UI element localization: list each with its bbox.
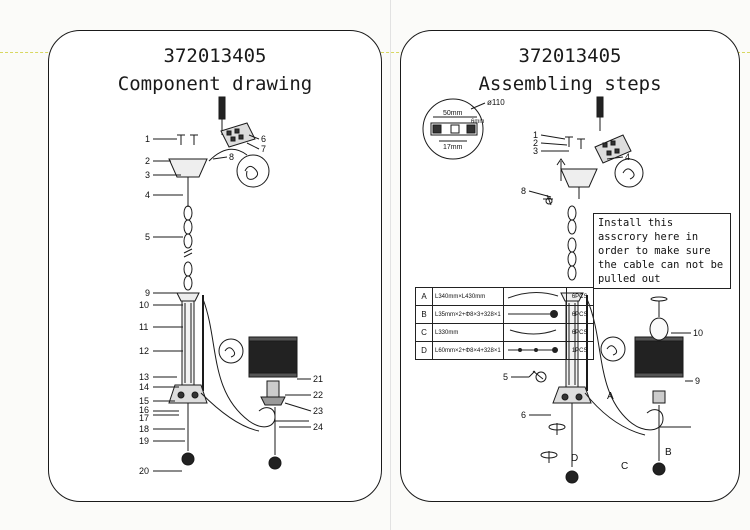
part-number: 5 bbox=[145, 232, 150, 242]
plate-hole-label: 6mm bbox=[471, 119, 484, 125]
table-cell: 6PCS bbox=[565, 305, 594, 324]
part-number: 12 bbox=[139, 346, 149, 356]
part-number: 2 bbox=[533, 138, 538, 148]
part-number: 17 bbox=[139, 413, 149, 423]
table-row: A L340mm×L430mm 6PCS bbox=[415, 287, 594, 306]
part-number: 19 bbox=[139, 436, 149, 446]
assembling-steps-panel: 372013405 Assembling steps bbox=[400, 30, 740, 502]
part-number: 4 bbox=[625, 152, 630, 162]
table-cell: A bbox=[415, 287, 433, 306]
part-number: 1 bbox=[533, 130, 538, 140]
table-cell: L60mm×2+Φ8×4+328×1 bbox=[432, 341, 504, 360]
part-sketch-cell bbox=[502, 341, 567, 360]
part-number: 3 bbox=[145, 170, 150, 180]
part-number: 5 bbox=[503, 372, 508, 382]
letter-label: C bbox=[621, 461, 628, 472]
letter-label: A bbox=[607, 391, 614, 402]
part-number: 15 bbox=[139, 396, 149, 406]
table-cell: L35mm×2+Φ8×3+328×1 bbox=[432, 305, 504, 324]
assembling-steps-art: 50mm ø110 6mm 17mm 1 2 3 4 5 6 8 9 10 A … bbox=[422, 96, 703, 484]
part-sketch-cell bbox=[502, 305, 567, 324]
component-drawing-art: 1 2 3 4 5 6 7 8 9 10 11 12 13 14 15 16 1… bbox=[139, 96, 323, 476]
plate-spacing-label: 17mm bbox=[443, 144, 463, 151]
part-number: 22 bbox=[313, 390, 323, 400]
part-number: 20 bbox=[139, 466, 149, 476]
table-cell: C bbox=[415, 323, 433, 342]
canopy-plate-detail bbox=[422, 98, 484, 160]
part-number: 21 bbox=[313, 374, 323, 384]
part-number: 2 bbox=[145, 156, 150, 166]
part-number: 23 bbox=[313, 406, 323, 416]
table-cell: 1PCS bbox=[565, 341, 594, 360]
letter-label: D bbox=[571, 453, 578, 464]
part-number: 3 bbox=[533, 146, 538, 156]
screwdriver-icon bbox=[218, 96, 226, 120]
right-panel-title: Assembling steps bbox=[478, 73, 662, 95]
part-number: 1 bbox=[145, 134, 150, 144]
table-cell: L330mm bbox=[432, 323, 504, 342]
part-number: 10 bbox=[139, 300, 149, 310]
part-number: 4 bbox=[145, 190, 150, 200]
table-cell: L340mm×L430mm bbox=[432, 287, 504, 306]
plate-width-label: 50mm bbox=[443, 110, 463, 117]
left-product-code: 372013405 bbox=[163, 45, 267, 67]
part-sketch-cell bbox=[502, 287, 567, 306]
table-cell: B bbox=[415, 305, 433, 324]
table-cell: 6PCS bbox=[565, 323, 594, 342]
table-row: C L330mm 6PCS bbox=[415, 323, 594, 342]
page-fold-line bbox=[390, 0, 391, 530]
part-number: 6 bbox=[261, 134, 266, 144]
table-row: D L60mm×2+Φ8×4+328×1 1PCS bbox=[415, 341, 594, 360]
right-product-code: 372013405 bbox=[518, 45, 622, 67]
table-cell: 6PCS bbox=[565, 287, 594, 306]
part-number: 9 bbox=[145, 288, 150, 298]
cable-retainer-note: Install this asscrory here in order to m… bbox=[593, 213, 731, 289]
left-panel-title: Component drawing bbox=[117, 73, 313, 95]
part-number: 8 bbox=[521, 186, 526, 196]
part-number: 9 bbox=[695, 376, 700, 386]
plate-diameter-label: ø110 bbox=[487, 98, 505, 107]
part-number: 10 bbox=[693, 328, 703, 338]
table-cell: D bbox=[415, 341, 433, 360]
part-number: 18 bbox=[139, 424, 149, 434]
component-drawing-panel: 372013405 Component drawing bbox=[48, 30, 382, 502]
letter-label: B bbox=[665, 447, 672, 458]
table-row: B L35mm×2+Φ8×3+328×1 6PCS bbox=[415, 305, 594, 324]
part-number: 16 bbox=[139, 405, 149, 415]
part-number: 13 bbox=[139, 372, 149, 382]
part-number: 24 bbox=[313, 422, 323, 432]
parts-table: A L340mm×L430mm 6PCS B L35mm×2+Φ8×3+328×… bbox=[415, 287, 594, 360]
part-number: 11 bbox=[139, 322, 148, 332]
part-number: 6 bbox=[521, 410, 526, 420]
part-number: 8 bbox=[229, 152, 234, 162]
part-number: 7 bbox=[261, 144, 266, 154]
part-number: 14 bbox=[139, 382, 149, 392]
part-sketch-cell bbox=[502, 323, 567, 342]
